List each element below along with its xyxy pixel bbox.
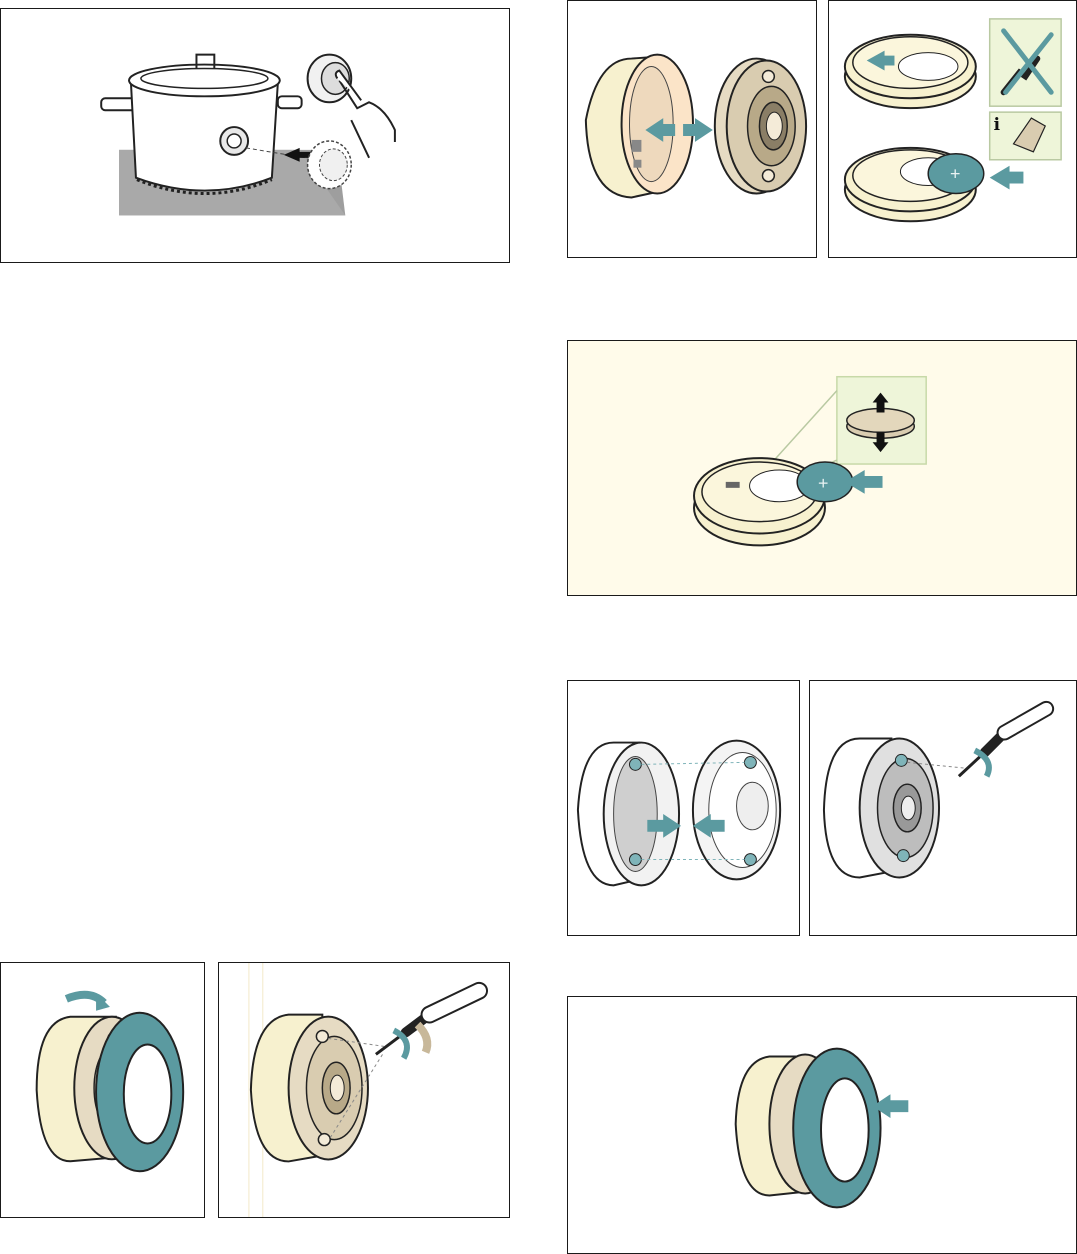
silicone-ring-icon: [96, 1013, 183, 1171]
sensor-open-panel: [567, 0, 817, 258]
battery-polarity-icon: [837, 377, 926, 464]
screw-loosen-panel: [218, 962, 510, 1218]
sensor-assemble-panel: [567, 680, 800, 936]
battery-icon: +: [928, 154, 984, 194]
battery-insert-panel: +: [567, 340, 1077, 596]
sensor-cover-icon: [715, 59, 806, 194]
battery-icon: +: [797, 462, 853, 502]
sensor-screw-illustration: [810, 681, 1076, 935]
plus-sign: +: [950, 164, 960, 184]
cookware-sensor-panel: [0, 8, 510, 263]
no-screwdriver-icon: [990, 19, 1061, 106]
sensor-housing-icon: [586, 55, 693, 198]
screw-loosen-illustration: [219, 963, 509, 1217]
sensor-housing-icon: [251, 1015, 368, 1162]
silicone-ring-icon: [793, 1049, 880, 1208]
silicone-remove-illustration: [1, 963, 204, 1217]
info-manual-icon: i: [990, 112, 1061, 160]
battery-holder-top-icon: [845, 35, 976, 108]
sensor-housing-icon: [578, 743, 679, 886]
silicone-attach-panel: [567, 996, 1077, 1254]
silicone-attach-illustration: [568, 997, 1076, 1253]
sensor-screw-panel: [809, 680, 1077, 936]
battery-remove-illustration: + i: [829, 1, 1076, 257]
screwdriver-icon: [959, 709, 1046, 776]
silicone-remove-panel: [0, 962, 205, 1218]
plus-sign: +: [818, 473, 828, 493]
remove-arrow-icon: [990, 166, 1024, 190]
sensor-disc-icon: [308, 141, 352, 189]
cookware-sensor-illustration: [1, 9, 509, 262]
info-letter: i: [994, 114, 1000, 134]
battery-remove-panel: + i: [828, 0, 1077, 258]
sensor-cover-icon: [693, 741, 780, 880]
sensor-assemble-illustration: [568, 681, 799, 935]
sensor-open-illustration: [568, 1, 816, 257]
hand-press-icon: [308, 55, 395, 158]
battery-insert-illustration: +: [568, 341, 1076, 595]
sensor-housing-icon: [824, 739, 939, 878]
